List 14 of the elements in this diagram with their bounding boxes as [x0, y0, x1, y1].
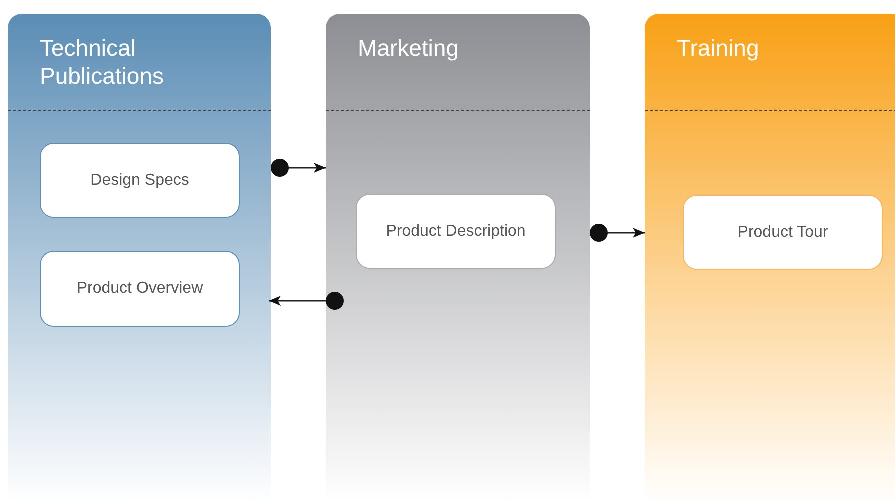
lane-title: Marketing — [358, 34, 460, 62]
arrow — [590, 224, 645, 242]
process-box — [683, 195, 883, 270]
process-box — [356, 194, 556, 269]
arrow — [269, 292, 344, 310]
lane-title: Training — [677, 34, 760, 62]
process-box — [40, 251, 240, 327]
box-label: Product Description — [386, 222, 526, 240]
process-box — [40, 143, 240, 218]
arrow — [271, 159, 326, 177]
box-label: Design Specs — [90, 172, 190, 190]
box-label: Product Tour — [738, 224, 828, 242]
box-label: Product Overview — [76, 280, 204, 298]
lane-title: Technical Publications — [40, 34, 166, 90]
